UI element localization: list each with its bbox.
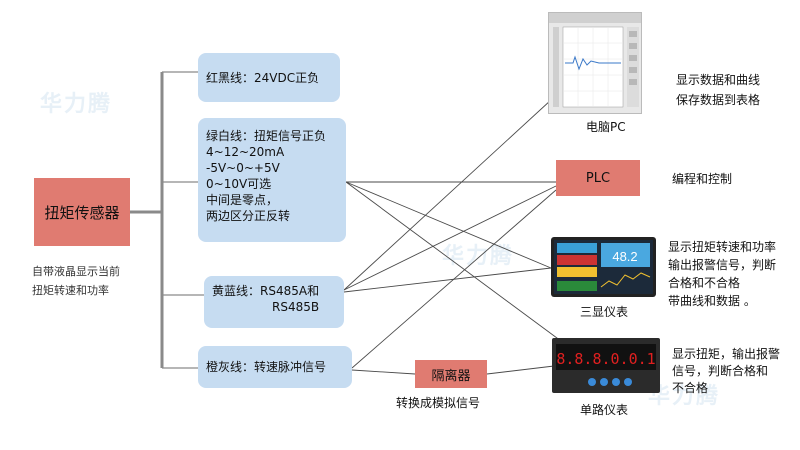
plc-note: 编程和控制 — [672, 172, 733, 186]
line-pulse-plc — [351, 189, 557, 369]
sensor-note-line: 扭矩转速和功率 — [32, 284, 109, 297]
single-channel-meter-image: 8.8.8.0.0.1 — [552, 338, 660, 393]
triple-meter-reading: 48.2 — [612, 249, 637, 264]
pc-caption: 电脑PC — [586, 120, 626, 134]
pc-chart-icon — [549, 13, 641, 108]
triple-meter-note-line: 输出报警信号，判断 — [668, 258, 777, 272]
line-rs485-triple — [343, 267, 552, 293]
wire-box-green-white: 绿白线：扭矩信号正负 4~12~20mA -5V~0~+5V 0~10V可选 中… — [198, 118, 346, 242]
pc-note: 显示数据和曲线 保存数据到表格 — [676, 70, 760, 110]
isolator-label: 隔离器 — [431, 368, 471, 384]
watermark: 华力腾 — [442, 244, 515, 269]
line-rs485-plc — [343, 185, 557, 291]
line-isolator-single — [486, 365, 555, 375]
wire-box-text: 4~12~20mA — [206, 145, 285, 159]
single-meter-note-line: 显示扭矩，输出报警 — [672, 347, 781, 361]
wire-box-text: 中间是零点， — [206, 193, 279, 207]
pc-note-line: 保存数据到表格 — [676, 93, 761, 107]
wire-box-text: 橙灰线：转速脉冲信号 — [206, 360, 327, 374]
triple-meter-caption: 三显仪表 — [580, 305, 629, 319]
wire-box-yellow-blue: 黄蓝线：RS485A和 RS485B — [204, 276, 344, 328]
torque-sensor-box: 扭矩传感器 — [34, 178, 130, 246]
sensor-note-line: 自带液晶显示当前 — [32, 265, 120, 278]
triple-meter-note: 显示扭矩转速和功率 输出报警信号，判断 合格和不合格 带曲线和数据 。 — [668, 238, 776, 310]
plc-box: PLC — [556, 160, 640, 196]
single-meter-note-line: 不合格 — [672, 381, 709, 395]
wire-box-red-black: 红黑线：24VDC正负 — [198, 53, 340, 102]
pc-screenshot-image — [548, 12, 642, 114]
wire-box-text: 0~10V可选 — [206, 177, 272, 191]
pc-note-line: 显示数据和曲线 — [676, 73, 761, 87]
triple-meter-note-line: 带曲线和数据 。 — [668, 294, 756, 308]
wire-box-text: -5V~0~+5V — [206, 161, 280, 175]
wire-box-text: 两边区分正反转 — [206, 209, 291, 223]
sensor-note: 自带液晶显示当前 扭矩转速和功率 — [32, 262, 172, 300]
wire-box-orange-gray: 橙灰线：转速脉冲信号 — [198, 346, 352, 388]
line-torque-single — [345, 181, 585, 359]
single-meter-icon: 8.8.8.0.0.1 — [556, 344, 656, 386]
watermark: 华力腾 — [40, 92, 113, 117]
line-rs485-pc — [343, 99, 552, 291]
line-torque-triple — [345, 181, 552, 269]
triple-display-meter-image: 48.2 — [551, 237, 656, 297]
single-meter-caption: 单路仪表 — [580, 403, 629, 417]
wire-box-text: 绿白线：扭矩信号正负 — [206, 129, 327, 143]
triple-meter-icon: 48.2 — [554, 240, 653, 294]
wire-box-text: 黄蓝线：RS485A和 — [212, 284, 320, 298]
wire-box-text: 红黑线：24VDC正负 — [206, 70, 320, 85]
isolator-box: 隔离器 — [415, 360, 487, 388]
single-meter-reading: 8.8.8.0.0.1 — [556, 350, 655, 368]
single-meter-note-line: 信号，判断合格和 — [672, 364, 769, 378]
isolator-caption: 转换成模拟信号 — [396, 396, 481, 410]
wire-box-text: RS485B — [272, 300, 320, 314]
torque-sensor-label: 扭矩传感器 — [44, 203, 120, 222]
triple-meter-note-line: 合格和不合格 — [668, 276, 741, 290]
triple-meter-note-line: 显示扭矩转速和功率 — [668, 240, 777, 254]
single-meter-note: 显示扭矩，输出报警 信号，判断合格和 不合格 — [672, 346, 780, 397]
line-pulse-isolator — [351, 369, 416, 375]
plc-label: PLC — [585, 170, 611, 186]
